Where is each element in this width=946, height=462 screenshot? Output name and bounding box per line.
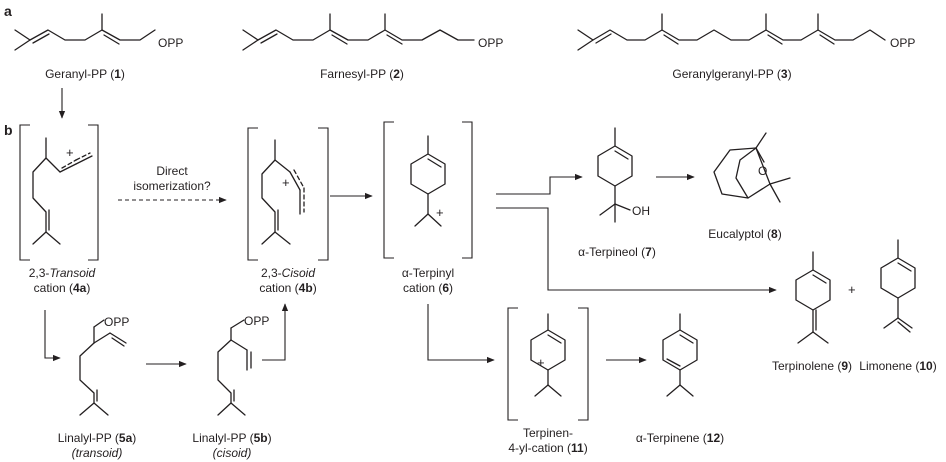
geranyl-pp-structure: OPP (14, 13, 183, 51)
atom-opp: OPP (890, 36, 915, 50)
farnesyl-pp-label: Farnesyl-PP (2) (320, 67, 404, 81)
farnesyl-pp-structure: OPP (242, 13, 503, 51)
limonene-label: Limonene (10) (859, 359, 936, 373)
arrow-5b-to-4b (262, 303, 289, 361)
atom-opp: OPP (158, 36, 183, 50)
plus-sign: + (848, 282, 856, 297)
cisoid-cation-label-1: 2,3-Cisoid (261, 266, 315, 280)
atom-opp: OPP (478, 36, 503, 50)
linalyl-transoid-label-1: Linalyl-PP (5a) (58, 431, 137, 445)
transoid-cation-label-1: 2,3-Transoid (29, 266, 96, 280)
linalyl-transoid-structure: OPP (79, 315, 129, 416)
geranylgeranyl-pp-label: Geranylgeranyl-PP (3) (672, 67, 791, 81)
linalyl-cisoid-structure: OPP (217, 314, 269, 416)
arrow-4a-to-5a (44, 310, 61, 362)
terpinen-4-yl-cation-label-1: Terpinen- (523, 426, 573, 440)
terpinen-4-yl-cation-structure: + (507, 307, 589, 421)
cisoid-cation-label-2: cation (4b) (259, 281, 316, 295)
terpineol-label: α-Terpineol (7) (578, 245, 656, 259)
terpinolene-structure (795, 251, 831, 344)
atom-opp: OPP (244, 314, 269, 328)
direct-isomerization-label-2: isomerization? (133, 179, 211, 193)
linalyl-transoid-label-2: (transoid) (72, 446, 123, 460)
linalyl-cisoid-label-1: Linalyl-PP (5b) (192, 431, 271, 445)
atom-oh: OH (632, 204, 650, 218)
terpinene-label: α-Terpinene (12) (636, 431, 724, 445)
atom-opp: OPP (104, 315, 129, 329)
terpinen-4-yl-cation-label-2: 4-yl-cation (11) (508, 441, 587, 455)
terpinyl-cation-label-2: cation (6) (403, 281, 453, 295)
direct-isomerization-label-1: Direct (156, 164, 188, 178)
cation-charge: + (282, 175, 290, 190)
terpinyl-cation-structure: + (383, 121, 473, 259)
cation-charge: + (537, 355, 545, 370)
eucalyptol-structure: O (713, 132, 791, 203)
transoid-cation-structure: + (19, 124, 99, 261)
terpinene-structure (662, 313, 698, 397)
arrow-6-to-11 (427, 304, 495, 364)
terpineol-structure: OH (597, 127, 650, 223)
cisoid-cation-structure: + (247, 127, 329, 261)
linalyl-cisoid-label-2: (cisoid) (213, 446, 252, 460)
arrow-6-to-9-10 (496, 207, 777, 294)
panel-b-label: b (4, 122, 13, 138)
cation-charge: + (66, 145, 74, 160)
geranyl-pp-label: Geranyl-PP (1) (45, 67, 125, 81)
limonene-structure (880, 239, 916, 333)
terpinolene-label: Terpinolene (9) (772, 359, 852, 373)
transoid-cation-label-2: cation (4a) (34, 281, 91, 295)
arrow-6-to-7 (496, 173, 583, 195)
geranylgeranyl-pp-structure: OPP (577, 13, 915, 51)
cation-charge: + (436, 205, 444, 220)
atom-o: O (758, 164, 767, 178)
panel-a-label: a (4, 3, 12, 19)
eucalyptol-label: Eucalyptol (8) (708, 227, 781, 241)
terpinyl-cation-label-1: α-Terpinyl (402, 266, 454, 280)
